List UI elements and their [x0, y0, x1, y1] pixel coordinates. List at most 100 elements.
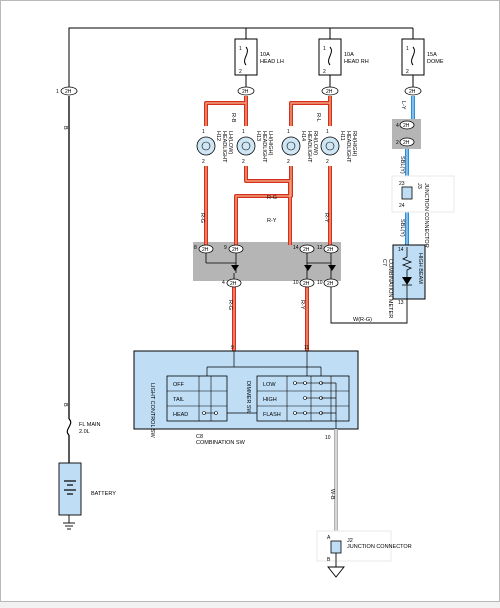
combination-meter-c7: 14 13 HIGH BEAM C7 COMBINATION METER [381, 244, 426, 318]
dimmer-row-flash: FLASH [263, 412, 281, 418]
combination-switch-c8: 9 11 10 OFF TAIL HEAD LIGHT CONTROL SW L… [133, 345, 359, 441]
fuse3-pin-bot: 2 [406, 69, 409, 75]
fl-main-rating: 2.0L [79, 429, 90, 435]
relay-tag-12: 2H [327, 247, 334, 253]
fuse1-pin-top: 1 [239, 46, 242, 52]
relay-tag-9: 2H [232, 247, 239, 253]
switch-pin-10: 10 [325, 435, 331, 441]
dome-branch-pin-bot: 2 [396, 140, 399, 146]
h12-pin-top: 1 [202, 129, 205, 135]
c7-pin-bot: 13 [398, 300, 404, 306]
wire-b-upper: B [62, 126, 68, 130]
wire-wb: W-B [329, 489, 335, 500]
fuse2-pin-top: 1 [323, 46, 326, 52]
fuse-head-rh: 1 2 10A HEAD RH [318, 38, 369, 76]
h13-pin-top: 1 [242, 129, 245, 135]
fuse1-rating: 10A [260, 52, 270, 58]
relay-pin-10a: 10 [293, 280, 299, 286]
h13-id: H13 [255, 131, 261, 141]
relay-tag-10b: 2H [327, 281, 334, 287]
relay-pin-8: 8 [194, 245, 197, 251]
h12-id: H12 [215, 131, 221, 141]
meter-return-wire [330, 287, 408, 324]
fuse1-name: HEAD LH [260, 59, 284, 65]
fuse-head-lh: 1 2 10A HEAD LH [234, 38, 284, 76]
c7-inner: HIGH BEAM [417, 253, 423, 284]
dimmer-label: DIMMER SW [245, 381, 251, 415]
relay-pin-9: 9 [224, 245, 227, 251]
j3-pin-top: 23 [399, 181, 405, 187]
fuse3-name: DOME [427, 59, 444, 65]
relay-pin-10b: 10 [317, 280, 323, 286]
h11-id: H11 [339, 131, 345, 141]
connector-2h-dome: 2H [404, 86, 422, 96]
relay-tag-14: 2H [303, 247, 310, 253]
h14-name: HEADLIGHT [306, 131, 312, 163]
j3-id: J3 [416, 183, 422, 189]
relay-connectors: 2H 8 2H 9 2H 14 2H 12 2H 4 2H 10 2H 10 [194, 244, 339, 288]
wire-ry-h: R-Y [267, 218, 277, 224]
connector-2h-head-rh: 2H [321, 86, 339, 96]
junction-j3: 23 24 J3 JUNCTION CONNECTOR [391, 175, 455, 248]
red-wires [204, 96, 332, 351]
wire-sbly-1: SBL(Y) [399, 156, 405, 174]
connector-2h-left-tag: 2H [65, 89, 72, 95]
wire-sbly-2: SBL(Y) [399, 219, 405, 237]
battery-label: BATTERY [91, 491, 116, 497]
headlight-h11: 1 2 H11 HEADLIGHT RH(HIGH) [320, 129, 357, 165]
fuse2-name: HEAD RH [344, 59, 369, 65]
switch-pin-9: 9 [231, 345, 234, 351]
j2-pin-top: A [327, 535, 331, 541]
switch-pin-11: 11 [304, 345, 309, 351]
junction-j2: A B J2 JUNCTION CONNECTOR [316, 530, 412, 563]
dome-branch-tag-top: 2H [403, 123, 410, 129]
h11-pin-bot: 2 [326, 159, 329, 165]
h14-id: H14 [300, 131, 306, 141]
headlight-h13: 1 2 H13 HEADLIGHT LH(HIGH) [236, 129, 273, 165]
j3-label: JUNCTION CONNECTOR [423, 183, 429, 248]
fuse3-pin-top: 1 [406, 46, 409, 52]
h12-pin-bot: 2 [202, 159, 205, 165]
connector-2h-head-lh: 2H [237, 86, 255, 96]
dimmer-row-low: LOW [263, 382, 276, 388]
switch-id: C8 [196, 434, 203, 440]
ground-symbol [327, 566, 345, 578]
fl-main-name: FL MAIN [79, 422, 101, 428]
fl-main-fuse: FL MAIN 2.0L [66, 418, 101, 436]
h12-name: HEADLIGHT [221, 131, 227, 163]
fuse3-rating: 15A [427, 52, 437, 58]
relay-block [193, 242, 341, 281]
c7-label: COMBINATION METER [387, 259, 393, 318]
h12-side: LH(LOW) [227, 131, 233, 154]
connector-2h-dome-tag: 2H [409, 89, 416, 95]
wire-ly: L-Y [400, 101, 406, 110]
wire-wrg: W(R-G) [353, 317, 372, 323]
wire-rb: R-B [230, 113, 236, 123]
connector-2h-left: 2H 1 [56, 86, 78, 96]
blue-wires [405, 96, 415, 245]
h11-name: HEADLIGHT [345, 131, 351, 163]
dimmer-row-high: HIGH [263, 397, 277, 403]
fuse-dome: 1 2 15A DOME [401, 38, 444, 76]
switch-name: COMBINATION SW [196, 440, 246, 446]
dome-branch-connector: 2H 2H 4 2 [396, 120, 415, 147]
connector-2h-head-lh-tag: 2H [242, 89, 249, 95]
relay-tag-10a: 2H [303, 281, 310, 287]
wire-b-lower: B [62, 403, 68, 407]
fuse2-rating: 10A [344, 52, 354, 58]
dome-branch-tag-bot: 2H [403, 140, 410, 146]
relay-pin-4: 4 [222, 280, 225, 286]
h13-name: HEADLIGHT [261, 131, 267, 163]
relay-internal [205, 253, 336, 279]
h11-side: RH(HIGH) [351, 131, 357, 157]
j2-id: J2 [347, 538, 353, 544]
h13-side: LH(HIGH) [267, 131, 273, 156]
connector-2h-head-rh-tag: 2H [326, 89, 333, 95]
j3-pin-bot: 24 [399, 203, 405, 209]
j2-label: JUNCTION CONNECTOR [347, 544, 412, 550]
lc-row-tail: TAIL [173, 397, 184, 403]
relay-tag-4: 2H [230, 281, 237, 287]
c7-pin-top: 14 [398, 247, 404, 253]
h14-side: RH(LOW) [312, 131, 318, 155]
wire-rl: R-L [315, 113, 321, 122]
